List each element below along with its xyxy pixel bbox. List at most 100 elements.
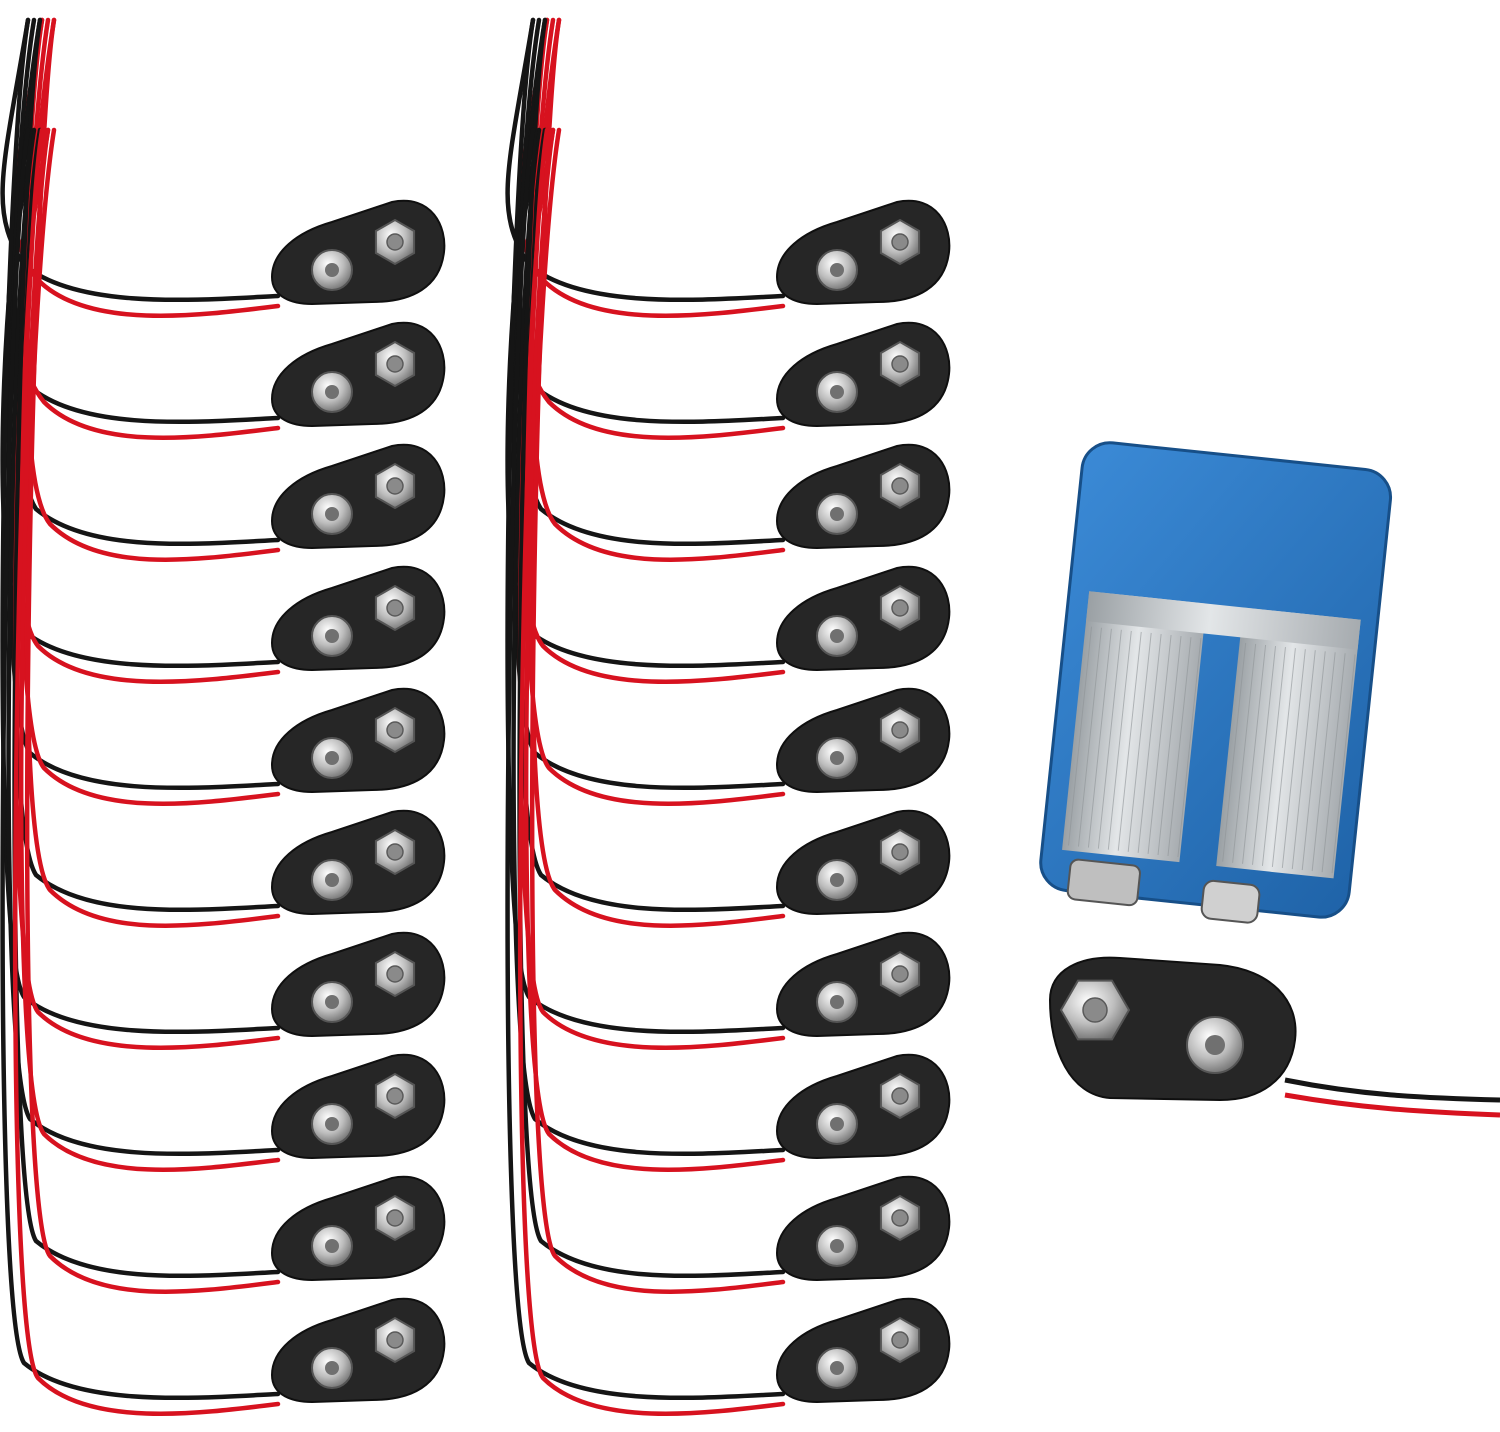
round-terminal-hole bbox=[325, 995, 339, 1009]
snap-body bbox=[775, 1053, 951, 1160]
black-wire bbox=[1284, 1077, 1500, 1103]
label-stripe bbox=[1097, 629, 1122, 849]
hex-terminal-hole bbox=[386, 965, 404, 983]
hex-terminal-hole bbox=[386, 233, 404, 251]
hex-terminal-hole bbox=[386, 843, 404, 861]
battery-terminal-hex bbox=[1066, 858, 1141, 907]
label-stripe bbox=[1147, 635, 1172, 854]
round-terminal-hole bbox=[325, 1361, 339, 1375]
snap-body bbox=[775, 1297, 951, 1404]
red-wire bbox=[24, 17, 281, 562]
label-stripe bbox=[1281, 649, 1306, 869]
hex-terminal-hole bbox=[386, 1209, 404, 1227]
battery-snap-connector bbox=[775, 1297, 951, 1404]
black-wire bbox=[6, 127, 281, 1157]
snaps-layer bbox=[270, 199, 951, 1404]
round-terminal-hole bbox=[830, 507, 844, 521]
round-terminal-hole bbox=[325, 507, 339, 521]
hex-terminal-hole bbox=[891, 599, 909, 617]
snap-body bbox=[775, 809, 951, 916]
hex-terminal-hole bbox=[1082, 997, 1108, 1023]
battery-snap-connector bbox=[775, 1053, 951, 1160]
label-stripe bbox=[1127, 632, 1152, 852]
label-stripe bbox=[1301, 651, 1326, 871]
hex-terminal-hole bbox=[891, 1331, 909, 1349]
label-stripe bbox=[1242, 644, 1267, 864]
label-stripe bbox=[1107, 630, 1132, 850]
round-terminal-hole bbox=[1205, 1035, 1225, 1055]
label-stripe bbox=[1271, 648, 1296, 867]
label-stripe bbox=[1068, 626, 1093, 846]
battery-body bbox=[1039, 441, 1393, 924]
red-wire bbox=[1284, 1092, 1500, 1118]
label-stripe bbox=[1331, 654, 1356, 874]
label-stripe bbox=[1311, 652, 1336, 872]
snap-body bbox=[775, 199, 951, 306]
battery-snap-connector bbox=[775, 443, 951, 550]
black-wire bbox=[0, 127, 281, 1401]
hex-terminal-hole bbox=[386, 599, 404, 617]
label-stripe bbox=[1232, 643, 1257, 863]
label-stripe bbox=[1177, 638, 1202, 858]
snap-body bbox=[775, 565, 951, 672]
label-stripe bbox=[1087, 628, 1112, 848]
black-wire bbox=[505, 127, 786, 1401]
round-terminal-hole bbox=[830, 995, 844, 1009]
label-stripe bbox=[1222, 642, 1247, 862]
battery-snap-connector bbox=[270, 809, 446, 916]
hex-terminal-hole bbox=[891, 1087, 909, 1105]
9v-battery bbox=[1039, 441, 1393, 924]
hex-terminal-hole bbox=[386, 721, 404, 739]
hex-terminal-hole bbox=[386, 355, 404, 373]
red-wire bbox=[529, 17, 786, 1294]
red-wire bbox=[18, 127, 281, 1172]
snap-body bbox=[270, 1053, 446, 1160]
loose-snap-body bbox=[1048, 956, 1297, 1102]
battery-snap-connector bbox=[775, 321, 951, 428]
battery-snap-connector bbox=[270, 565, 446, 672]
round-terminal-hole bbox=[830, 873, 844, 887]
red-wire bbox=[18, 17, 281, 806]
round-terminal-hole bbox=[830, 263, 844, 277]
black-wire bbox=[517, 17, 786, 1279]
round-terminal-hole bbox=[830, 751, 844, 765]
battery-snap-connector bbox=[775, 565, 951, 672]
snap-body bbox=[270, 321, 446, 428]
round-terminal-hole bbox=[325, 263, 339, 277]
wires-layer bbox=[0, 17, 786, 1416]
battery-terminal-round bbox=[1200, 879, 1261, 924]
battery-snap-connector bbox=[270, 199, 446, 306]
snap-body bbox=[775, 931, 951, 1038]
battery-snap-connector bbox=[775, 931, 951, 1038]
snap-body bbox=[270, 1175, 446, 1282]
hex-terminal-hole bbox=[891, 965, 909, 983]
round-terminal-hole bbox=[325, 873, 339, 887]
loose-battery-snap bbox=[1048, 956, 1500, 1118]
label-stripe bbox=[1077, 627, 1102, 847]
red-wire bbox=[517, 127, 786, 1416]
round-terminal-hole bbox=[325, 751, 339, 765]
label-stripe bbox=[1157, 636, 1182, 855]
battery-snap-connector bbox=[270, 687, 446, 794]
battery-snap-connector bbox=[270, 931, 446, 1038]
red-wire bbox=[529, 17, 786, 562]
label-stripe bbox=[1167, 637, 1192, 857]
battery-snap-connector bbox=[270, 1297, 446, 1404]
snap-body bbox=[270, 565, 446, 672]
round-terminal-hole bbox=[830, 1239, 844, 1253]
battery-snap-connector bbox=[270, 443, 446, 550]
battery-label-top bbox=[1086, 591, 1361, 650]
hex-terminal-hole bbox=[891, 843, 909, 861]
round-terminal-hole bbox=[830, 1117, 844, 1131]
round-terminal-hole bbox=[830, 1361, 844, 1375]
label-stripe bbox=[1291, 650, 1316, 870]
snap-body bbox=[775, 443, 951, 550]
hex-terminal-hole bbox=[386, 1331, 404, 1349]
label-stripe bbox=[1137, 633, 1162, 853]
hex-terminal-hole bbox=[891, 721, 909, 739]
black-wire bbox=[12, 17, 281, 1279]
snap-body bbox=[270, 1297, 446, 1404]
red-wire bbox=[12, 127, 281, 684]
snap-body bbox=[270, 931, 446, 1038]
